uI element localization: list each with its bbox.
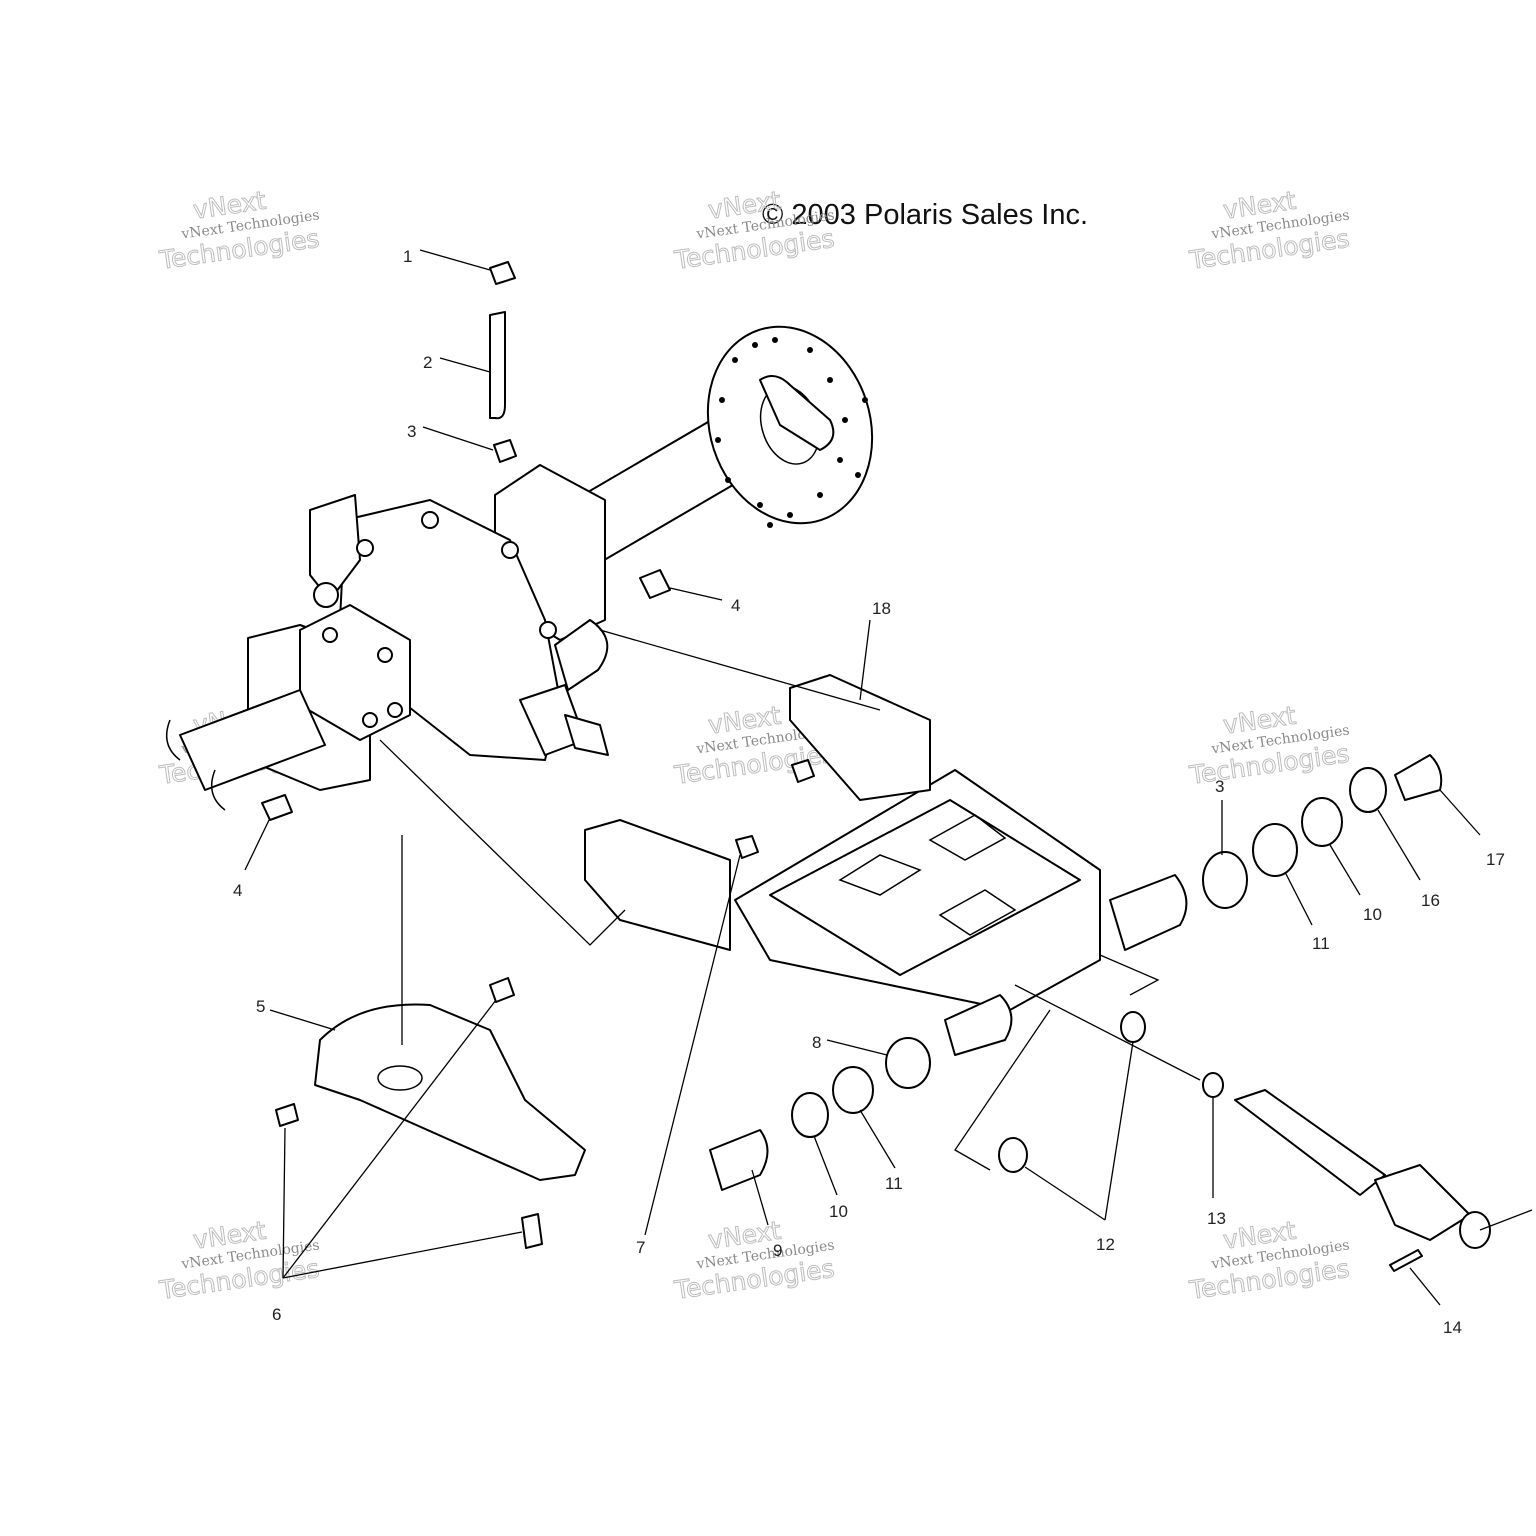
bolt-upper: [639, 569, 671, 599]
callout-labels: 1 2 3 4 4 18 3 17 16 10 11 5 8 7 9 10 11…: [233, 247, 1505, 1337]
axle-break-line: [165, 719, 181, 761]
callout-3-right: 3: [1215, 777, 1224, 796]
callout-17: 17: [1486, 850, 1505, 869]
rear-axle-assembly: [165, 325, 874, 811]
housing-bolt: [501, 541, 519, 559]
seal-12-upper: [1120, 1011, 1146, 1043]
left-side-bracket: [584, 819, 731, 951]
housing-bolt: [356, 539, 374, 557]
plate-cutout: [928, 814, 1007, 861]
hub-bolt: [362, 712, 378, 728]
o-ring-13: [1202, 1072, 1224, 1098]
callout-10-left: 10: [829, 1202, 848, 1221]
axle-break-line: [210, 769, 226, 811]
plate-cutout: [938, 889, 1017, 936]
u-joint: [1374, 1164, 1471, 1241]
housing-bolt: [539, 621, 557, 639]
callout-13: 13: [1207, 1209, 1226, 1228]
nut-7: [735, 835, 759, 859]
pivot-tube-left: [944, 994, 1013, 1056]
callout-12: 12: [1096, 1235, 1115, 1254]
nut-16: [1349, 767, 1387, 813]
bushing-8: [885, 1037, 931, 1089]
skid-guard-5: [314, 1003, 586, 1181]
callout-10-right: 10: [1363, 905, 1382, 924]
pivot-bolt-9: [709, 1129, 769, 1191]
vent-cap: [493, 439, 517, 463]
housing-bolt: [421, 511, 439, 529]
screw-6-left: [275, 1103, 299, 1127]
leader-lines: [244, 249, 1533, 1306]
roll-pin-14: [1389, 1249, 1423, 1272]
callout-18: 18: [872, 599, 891, 618]
callout-5: 5: [256, 997, 265, 1016]
watermark-top-right: vNext vNext Technologies Technologies: [1187, 185, 1352, 275]
seal-11-left: [832, 1066, 874, 1114]
bushing-3-right: [1202, 851, 1248, 909]
callout-3: 3: [407, 422, 416, 441]
watermark-top-left: vNext vNext Technologies Technologies: [157, 185, 322, 275]
screw-6-bottom: [521, 1213, 543, 1249]
callout-2: 2: [423, 353, 432, 372]
plug-17: [1394, 754, 1443, 801]
disc-vent-holes: [715, 337, 868, 528]
swing-arm: [584, 674, 1188, 1056]
watermark-mid-right: vNext vNext Technologies Technologies: [1187, 700, 1352, 790]
vent-hose: [489, 311, 506, 420]
watermark-top-center: vNext vNext Technologies Technologies: [672, 185, 837, 275]
watermark-bottom-center: vNext vNext Technologies Technologies: [672, 1215, 837, 1305]
drive-shaft: [1234, 1089, 1386, 1196]
pivot-tube-right: [1109, 874, 1188, 951]
u-joint-yoke: [1459, 1211, 1491, 1249]
copyright-text: © 2003 Polaris Sales Inc.: [762, 199, 1088, 231]
guard-slot: [377, 1065, 423, 1091]
callout-4-upper: 4: [731, 596, 740, 615]
callout-11-left: 11: [885, 1174, 903, 1193]
upper-bracket-18: [789, 674, 931, 801]
callout-14: 14: [1443, 1318, 1462, 1337]
plate-cutout: [838, 854, 922, 896]
mounting-plate: [769, 799, 1081, 976]
input-shaft-stub: [564, 714, 609, 756]
nut-bracket: [791, 759, 815, 783]
bolt-lower: [261, 794, 293, 821]
mount-ear-hole: [313, 582, 339, 608]
hub-bolt: [377, 647, 393, 663]
callout-9: 9: [773, 1241, 782, 1260]
bearing-10-left: [791, 1092, 829, 1138]
bearing-10-right: [1301, 797, 1343, 847]
vent-fitting: [489, 261, 516, 285]
callout-16: 16: [1421, 891, 1440, 910]
callout-11-right: 11: [1312, 934, 1330, 953]
callout-7: 7: [636, 1238, 645, 1257]
seal-11-right: [1252, 823, 1298, 877]
left-axle-tube: [179, 689, 326, 791]
screw-6-top: [489, 977, 515, 1003]
housing-mount-ear: [309, 494, 361, 601]
hub-bolt: [322, 627, 338, 643]
pinion-bearing-boss: [554, 619, 609, 691]
callout-6: 6: [272, 1305, 281, 1324]
caliper-bracket: [759, 375, 835, 451]
callout-1: 1: [403, 247, 412, 266]
hub-bolt: [387, 702, 403, 718]
callout-4-lower: 4: [233, 881, 242, 900]
callout-8: 8: [812, 1033, 821, 1052]
seal-12-lower: [998, 1137, 1028, 1173]
